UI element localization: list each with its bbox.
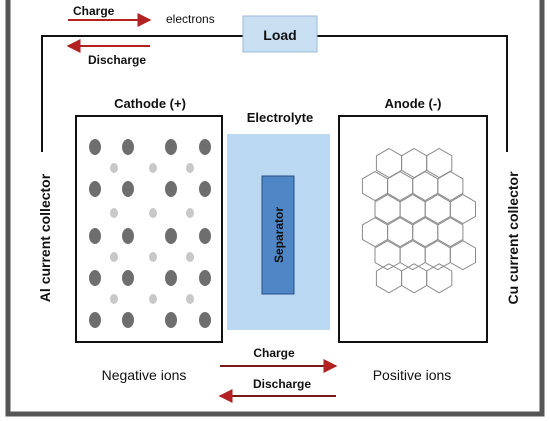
positive-ions-label: Positive ions xyxy=(373,367,452,383)
cu-current-collector-label: Cu current collector xyxy=(505,171,521,305)
cathode-large-ion xyxy=(122,312,134,328)
negative-ions-label: Negative ions xyxy=(102,367,187,383)
cathode-box xyxy=(75,115,223,343)
load-box xyxy=(242,15,318,53)
cathode-small-ion xyxy=(149,208,157,218)
discharge-label-top: Discharge xyxy=(88,53,146,67)
anode-hexagon xyxy=(449,194,476,225)
anode-hexagon-lattice xyxy=(361,147,476,294)
load-label: Load xyxy=(263,27,296,43)
cathode-large-ion xyxy=(122,181,134,197)
cathode-large-ion xyxy=(199,312,211,328)
discharge-label-bottom: Discharge xyxy=(253,377,311,391)
cathode-small-ion xyxy=(149,163,157,173)
cathode-large-ion xyxy=(122,139,134,155)
cathode-large-ion xyxy=(89,181,101,197)
cathode-small-ion xyxy=(110,294,118,304)
cathode-large-ion xyxy=(199,228,211,244)
anode-hexagon xyxy=(449,240,476,271)
cathode-large-ion xyxy=(122,228,134,244)
separator xyxy=(261,175,295,295)
external-circuit-wire xyxy=(41,35,508,152)
cell-container xyxy=(5,0,545,417)
cathode-large-ion xyxy=(199,270,211,286)
charge-label-top: Charge xyxy=(73,4,115,18)
cathode-small-ion xyxy=(110,163,118,173)
cathode-large-ion xyxy=(89,312,101,328)
anode-hexagon xyxy=(426,263,453,294)
cathode-large-ion xyxy=(199,181,211,197)
al-current-collector-label: Al current collector xyxy=(37,173,53,302)
cathode-large-ion xyxy=(89,228,101,244)
cathode-large-ion xyxy=(165,139,177,155)
cathode-ion-lattice xyxy=(89,139,211,328)
cathode-large-ion xyxy=(165,228,177,244)
anode-hexagon xyxy=(437,171,464,202)
cathode-large-ion xyxy=(122,270,134,286)
cathode-large-ion xyxy=(165,181,177,197)
cathode-small-ion xyxy=(149,294,157,304)
cathode-small-ion xyxy=(110,208,118,218)
separator-label: Separator xyxy=(272,207,286,263)
charge-label-bottom: Charge xyxy=(253,346,295,360)
cathode-large-ion xyxy=(89,270,101,286)
cathode-small-ion xyxy=(186,252,194,262)
cathode-large-ion xyxy=(165,270,177,286)
cathode-small-ion xyxy=(149,252,157,262)
electrolyte-label: Electrolyte xyxy=(247,110,313,125)
cathode-label: Cathode (+) xyxy=(114,96,186,111)
cathode-large-ion xyxy=(89,139,101,155)
electrons-label: electrons xyxy=(166,12,215,26)
cathode-small-ion xyxy=(186,163,194,173)
cathode-small-ion xyxy=(186,294,194,304)
cathode-small-ion xyxy=(110,252,118,262)
cathode-small-ion xyxy=(186,208,194,218)
cathode-large-ion xyxy=(199,139,211,155)
cathode-large-ion xyxy=(165,312,177,328)
anode-label: Anode (-) xyxy=(384,96,441,111)
anode-hexagon xyxy=(437,217,464,248)
